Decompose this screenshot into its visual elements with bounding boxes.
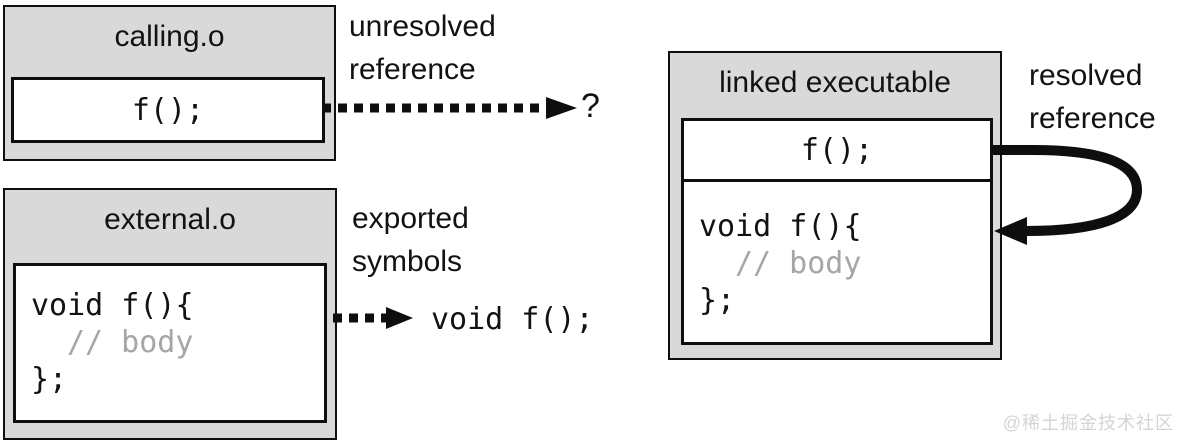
unresolved-reference-arrowhead-icon [546,97,577,119]
linked-executable-box: linked executable f(); void f(){ // body… [668,51,1002,360]
linked-call-section: f(); [684,121,990,182]
linked-def-section: void f(){ // body }; [684,182,990,319]
label-line: resolved [1029,59,1143,92]
linked-executable-title: linked executable [719,66,951,99]
function-def-close-line: }; [31,362,68,397]
label-line: reference [1029,102,1156,135]
function-body-comment: // body [67,325,194,360]
linked-def-close-line: }; [699,283,736,318]
resolved-reference-arrow-curve [993,145,1143,236]
linked-code-box: f(); void f(){ // body }; [681,118,993,345]
external-code-box: void f(){ // body }; [13,263,327,423]
unresolved-reference-label: unresolved reference [349,5,496,91]
calling-code-box: f(); [11,77,325,143]
label-line: symbols [352,245,463,278]
label-line: unresolved [349,10,496,43]
function-def-open-line: void f(){ [31,288,194,323]
watermark: @稀土掘金技术社区 [1002,413,1174,433]
calling-object-title: calling.o [114,20,225,53]
call-site-code: f(); [131,92,205,128]
label-line: reference [349,53,476,86]
linked-def-body-comment: // body [735,246,862,281]
exported-symbol-code: void f(); [431,302,594,337]
calling-object-box: calling.o f(); [3,5,336,161]
exported-symbols-arrowhead-icon [386,307,413,329]
external-object-title: external.o [104,203,236,236]
linked-def-open-line: void f(){ [699,209,862,244]
exported-symbols-label: exported symbols [352,197,469,283]
resolved-reference-label: resolved reference [1029,54,1156,140]
label-line: exported [352,202,469,235]
linked-call-code: f(); [800,132,874,168]
external-object-box: external.o void f(){ // body }; [3,188,337,440]
unresolved-target-question-mark: ? [581,87,600,125]
